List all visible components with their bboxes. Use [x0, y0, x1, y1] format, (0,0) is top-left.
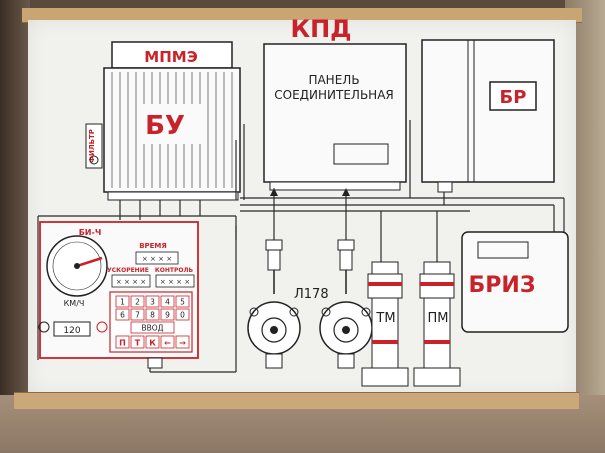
- bu-label: БУ: [145, 111, 185, 141]
- key-7[interactable]: 7: [135, 311, 140, 320]
- key-vvod[interactable]: ВВОД: [141, 324, 163, 333]
- keypad[interactable]: 1 2 3 4 5 6 7 8 9 0 ВВОД П Т К ← →: [115, 295, 190, 349]
- key-5[interactable]: 5: [180, 298, 185, 307]
- bi-title: БИ-Ч: [79, 228, 102, 237]
- l178-label: Л178: [294, 287, 329, 302]
- keypad-row1: 1 2 3 4 5: [115, 295, 190, 308]
- speed-unit: КМ/Ч: [64, 299, 85, 308]
- key-3[interactable]: 3: [150, 298, 155, 307]
- panel-label-line1: ПАНЕЛЬ: [308, 73, 359, 87]
- kontrol-display: × × × ×: [160, 278, 190, 286]
- key-k[interactable]: К: [149, 339, 156, 348]
- wiring: [37, 120, 565, 373]
- uskorenie-label: УСКОРЕНИЕ: [107, 267, 149, 274]
- pm-label: ПМ: [428, 311, 449, 326]
- briz-block: БРИЗ: [461, 231, 569, 333]
- tm-label: ТМ: [375, 311, 395, 326]
- br-block: БР: [421, 39, 555, 193]
- alarm-lamp-icon: [96, 321, 108, 333]
- lamp-icon: [38, 321, 50, 333]
- speed-sensors: Л178: [247, 188, 373, 369]
- key-9[interactable]: 9: [165, 311, 170, 320]
- vremya-display: × × × ×: [142, 255, 172, 263]
- key-t[interactable]: Т: [135, 339, 141, 348]
- board-bottom-rail: [14, 392, 579, 409]
- kontrol-label: КОНТРОЛЬ: [155, 267, 194, 274]
- key-6[interactable]: 6: [120, 311, 125, 320]
- uskorenie-display: × × × ×: [116, 278, 146, 286]
- key-p[interactable]: П: [119, 339, 126, 348]
- key-arrow-left[interactable]: ←: [164, 339, 171, 348]
- keypad-row2: 6 7 8 9 0: [115, 308, 190, 321]
- mpmz-label: МПМЭ: [144, 48, 197, 66]
- key-8[interactable]: 8: [150, 311, 155, 320]
- key-2[interactable]: 2: [135, 298, 140, 307]
- filter-label: ФИЛЬТР: [88, 129, 96, 163]
- pressure-sensors: ТМ ПМ: [361, 261, 461, 387]
- diagram-title: КПД: [290, 15, 351, 43]
- speed-value: 120: [63, 326, 80, 336]
- key-4[interactable]: 4: [165, 298, 170, 307]
- key-1[interactable]: 1: [120, 298, 125, 307]
- bi-block: БИ-Ч КМ/Ч 120 ВРЕМЯ × × × × УСКОРЕНИЕ КО…: [38, 221, 199, 369]
- key-arrow-right[interactable]: →: [179, 339, 186, 348]
- br-label: БР: [500, 87, 527, 108]
- panel-block: ПАНЕЛЬ СОЕДИНИТЕЛЬНАЯ: [263, 43, 407, 191]
- bu-block: МПМЭ БУ ФИЛЬТР: [85, 41, 241, 201]
- briz-label: БРИЗ: [469, 273, 536, 298]
- panel-label-line2: СОЕДИНИТЕЛЬНАЯ: [274, 88, 394, 102]
- vremya-label: ВРЕМЯ: [139, 242, 167, 250]
- key-0[interactable]: 0: [180, 311, 185, 320]
- wall-left: [0, 0, 30, 453]
- filter-icon: [89, 155, 99, 165]
- keypad-row3: П Т К ← →: [115, 335, 190, 349]
